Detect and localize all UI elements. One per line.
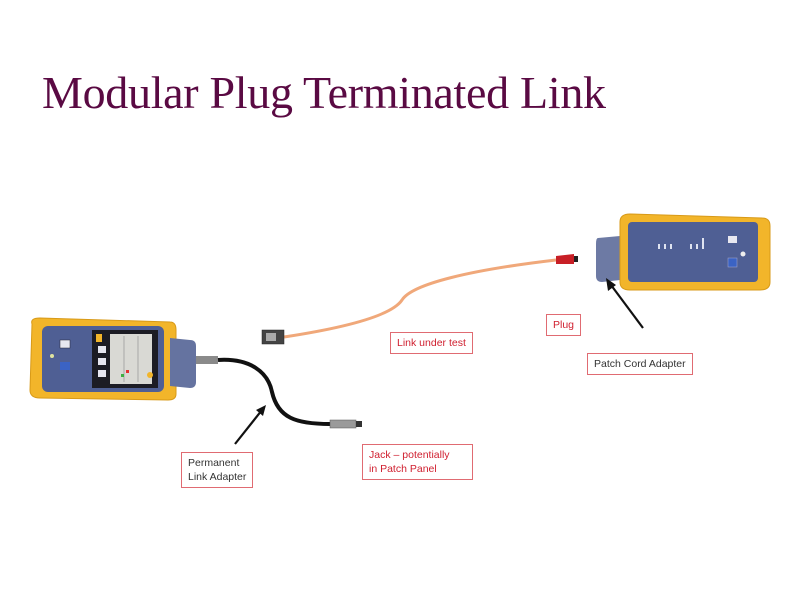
callout-text: Patch Cord Adapter (594, 358, 686, 370)
callout-text-line1: Jack – potentially (369, 449, 450, 461)
remote-tester-icon (596, 213, 771, 291)
callout-text-line2: in Patch Panel (369, 463, 437, 475)
callout-plug: Plug (546, 314, 582, 336)
callout-text-line1: Permanent (188, 457, 240, 469)
callout-text: Link under test (397, 337, 466, 349)
link-under-test-cable (261, 254, 578, 345)
slide-title: Modular Plug Terminated Link (42, 67, 606, 118)
callout-text: Plug (553, 319, 575, 331)
arrow-patch-cord-adapter-icon (606, 278, 644, 329)
callout-text-line2: Link Adapter (188, 471, 247, 483)
callout-patch-cord-adapter: Patch Cord Adapter (587, 353, 693, 375)
arrow-permanent-link-adapter-icon (234, 405, 266, 445)
permanent-link-cable (196, 356, 362, 429)
callout-link-under-test: Link under test (390, 332, 473, 354)
main-tester-icon (29, 317, 196, 401)
callout-jack: Jack – potentially in Patch Panel (362, 444, 473, 480)
callout-permanent-link-adapter: Permanent Link Adapter (181, 452, 254, 488)
